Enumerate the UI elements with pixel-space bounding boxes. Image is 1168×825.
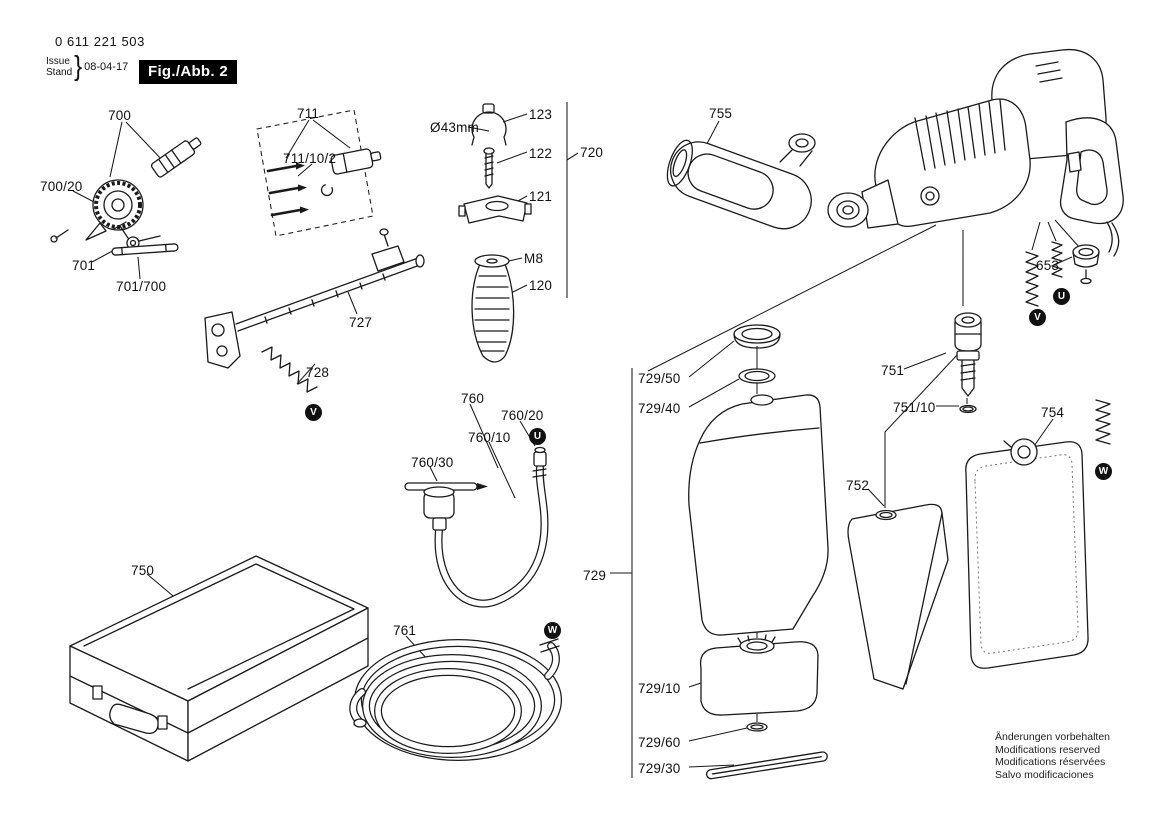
part-label-760-20: 760/20 <box>501 408 544 423</box>
part-label-653: 653 <box>1036 258 1060 273</box>
marker-u-icon: U <box>529 428 546 445</box>
part-label-760: 760 <box>461 391 485 406</box>
tank-cap-art <box>699 634 828 780</box>
part-label-123: 123 <box>529 107 553 122</box>
marker-v-icon: V <box>305 404 322 421</box>
spring-w <box>1095 399 1111 445</box>
part-label-750: 750 <box>131 563 155 578</box>
part-label-752: 752 <box>846 478 870 493</box>
stand-label: Stand <box>46 67 73 78</box>
part-label-701-700: 701/700 <box>116 279 167 294</box>
carrying-case-art <box>69 555 369 762</box>
angle-attachment-art <box>666 133 816 230</box>
document-part-number: 0 611 221 503 <box>55 34 145 49</box>
part-label-755: 755 <box>709 106 733 121</box>
modifications-notice: Änderungen vorbehalten Modifications res… <box>995 731 1110 781</box>
part-label-751-10: 751/10 <box>893 400 936 415</box>
collector-funnel-art <box>847 503 949 690</box>
thread-label-m8: M8 <box>524 251 544 266</box>
notice-line-es: Salvo modificaciones <box>995 768 1094 781</box>
dimension-label-43mm: Ø43mm <box>430 120 480 135</box>
part-label-729: 729 <box>583 568 607 583</box>
part-label-700-20: 700/20 <box>40 179 83 194</box>
part-label-700: 700 <box>108 108 132 123</box>
spring-v <box>1025 251 1039 307</box>
bit-set-art <box>256 109 382 237</box>
hose-handpiece-art <box>404 446 549 608</box>
dust-bag-art <box>965 399 1111 669</box>
chuck-assembly-art <box>50 137 202 256</box>
notice-line-fr: Modifications réservées <box>995 756 1106 769</box>
seal-rings-art <box>733 324 781 384</box>
notice-line-en: Modifications reserved <box>995 743 1101 756</box>
part-label-760-30: 760/30 <box>411 455 454 470</box>
part-label-751: 751 <box>881 363 905 378</box>
issue-label: Issue <box>46 55 70 67</box>
part-label-121: 121 <box>529 189 553 204</box>
part-label-729-30: 729/30 <box>638 761 681 776</box>
part-label-754: 754 <box>1041 405 1065 420</box>
depth-stop-art <box>204 228 425 393</box>
part-label-711: 711 <box>297 106 320 121</box>
part-label-711-10-2: 711/10/2 <box>283 151 337 166</box>
suction-hose-art <box>349 638 562 761</box>
part-label-729-60: 729/60 <box>638 735 681 750</box>
part-label-720: 720 <box>580 145 604 160</box>
part-label-728: 728 <box>306 365 330 380</box>
marker-w-icon: W <box>1095 463 1112 480</box>
water-tank-art <box>688 394 829 636</box>
marker-w-icon: W <box>544 622 561 639</box>
notice-line-de: Änderungen vorbehalten <box>995 731 1111 743</box>
issue-stand-block: Issue Stand } 08-04-17 <box>46 50 129 82</box>
part-label-729-40: 729/40 <box>638 401 681 416</box>
knob-and-springs-art <box>1025 241 1100 307</box>
figure-label: Fig./Abb. 2 <box>139 60 237 84</box>
auxiliary-handle-art <box>458 103 532 363</box>
spring-728 <box>261 346 318 393</box>
spring-u <box>1051 241 1063 278</box>
part-label-761: 761 <box>393 623 417 638</box>
part-label-729-50: 729/50 <box>638 371 681 386</box>
water-nozzle-art <box>954 312 982 414</box>
part-label-760-10: 760/10 <box>468 430 511 445</box>
part-label-729-10: 729/10 <box>638 681 681 696</box>
part-label-701: 701 <box>72 258 96 273</box>
part-label-122: 122 <box>529 146 553 161</box>
issue-date: 08-04-17 <box>84 61 129 73</box>
part-label-120: 120 <box>529 278 553 293</box>
marker-v-icon: V <box>1029 309 1046 326</box>
drill-body-art <box>827 48 1124 257</box>
marker-u-icon: U <box>1053 288 1070 305</box>
brace-glyph: } <box>74 50 83 82</box>
part-label-727: 727 <box>349 315 373 330</box>
